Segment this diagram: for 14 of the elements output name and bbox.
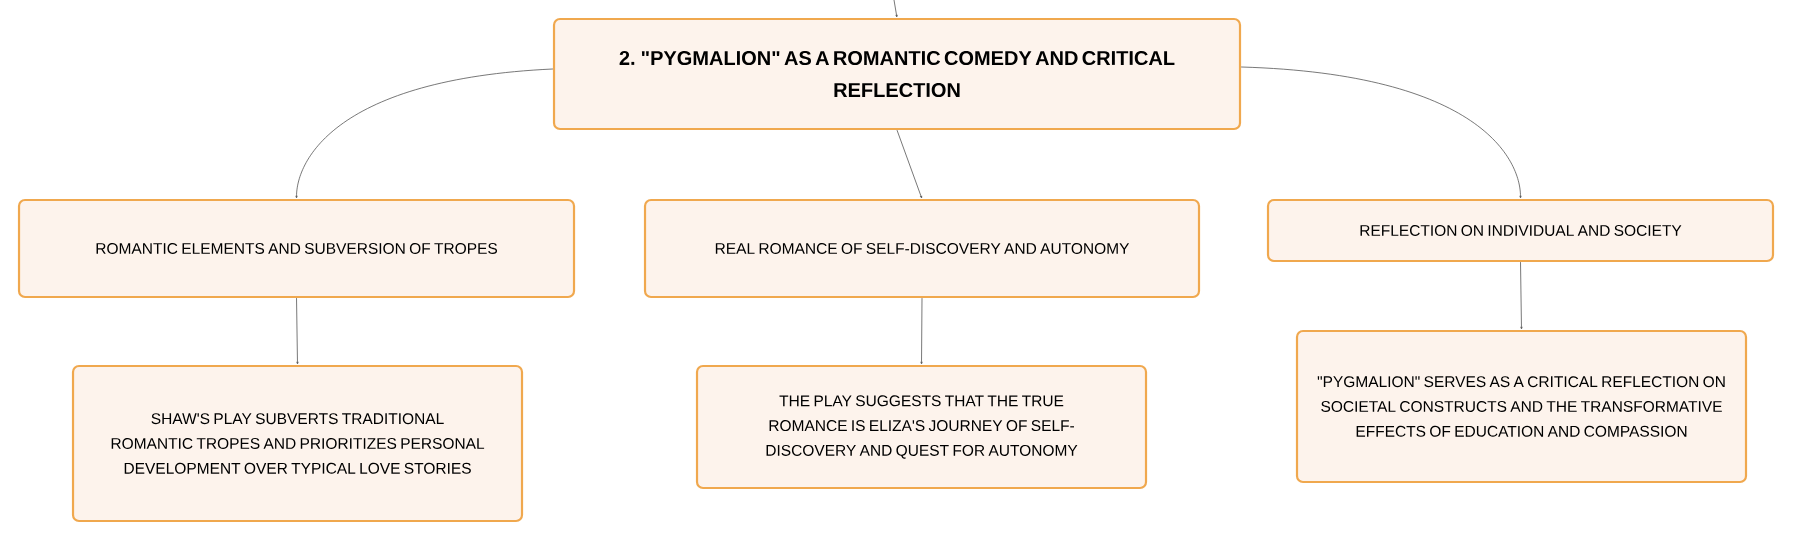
arrow (893, 0, 898, 18)
subtopic-box: REFLECTION ON INDIVIDUAL AND SOCIETY (1266, 198, 1775, 263)
arrow (1240, 66, 1522, 199)
subtopic-box: ROMANTIC ELEMENTS AND SUBVERSION OF TROPES (17, 198, 576, 299)
arrow (1520, 261, 1523, 330)
subtopic-box: THE PLAY SUGGESTS THAT THE TRUE ROMANCE IS ELIZA'S JOURNEY OF SELF-DISCOVERY AND QUEST FOR AUTONOMY (695, 364, 1148, 490)
arrow (295, 68, 554, 199)
topic-box: 2. "PYGMALION" AS A ROMANTIC COMEDY AND CRITICAL REFLECTION (552, 17, 1242, 131)
arrow (920, 297, 923, 365)
arrow (896, 129, 923, 199)
subtopic-box: SHAW'S PLAY SUBVERTS TRADITIONAL ROMANTIC TROPES AND PRIORITIZES PERSONAL DEVELOPMENT OVER TYPICAL LOVE STORIES (71, 364, 524, 523)
subtopic-box: "PYGMALION" SERVES AS A CRITICAL REFLECTION ON SOCIETAL CONSTRUCTS AND THE TRANSFORMATIVE EFFECTS OF EDUCATION AND COMPASSION (1295, 329, 1748, 484)
subtopic-box: REAL ROMANCE OF SELF-DISCOVERY AND AUTONOMY (643, 198, 1201, 299)
arrow (296, 297, 299, 365)
